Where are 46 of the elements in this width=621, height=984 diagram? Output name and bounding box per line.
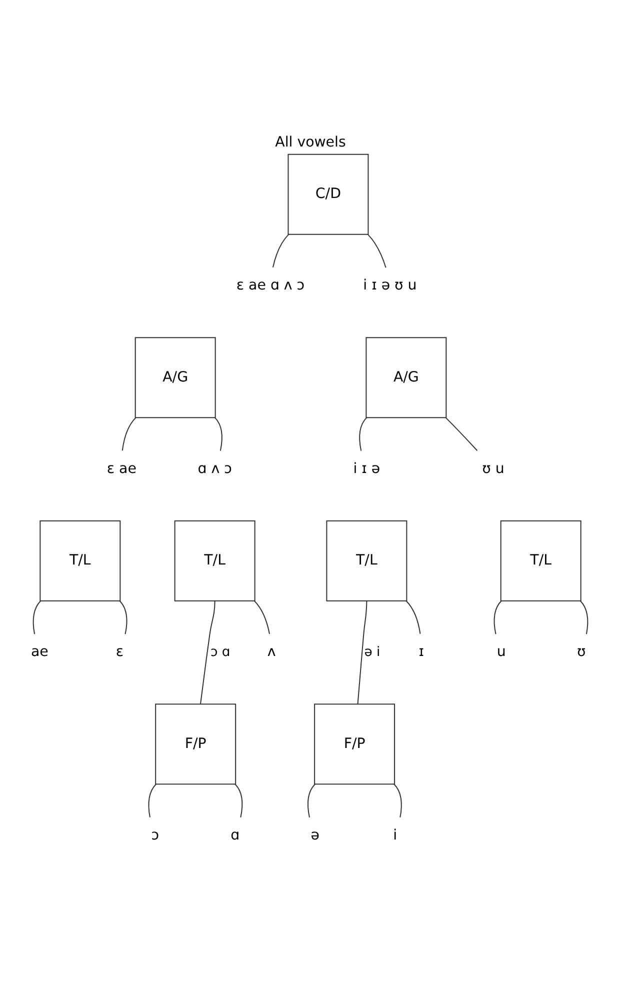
node-box: T/L [500, 520, 582, 601]
node-text: i [393, 826, 398, 843]
connector [200, 600, 216, 704]
edge-label: ə i [364, 644, 380, 660]
edge-label: ɔ ɑ [210, 644, 230, 660]
connector [32, 600, 42, 634]
connector [254, 600, 270, 634]
node-box: F/P [155, 703, 236, 784]
node-box: T/L [40, 520, 121, 601]
connector [445, 416, 478, 450]
connector [122, 416, 136, 450]
connector [272, 233, 290, 268]
connector [214, 416, 222, 450]
connector [406, 600, 421, 634]
node-text: ə [310, 826, 320, 843]
node-box: F/P [314, 703, 396, 784]
connector [394, 783, 402, 817]
connector [148, 783, 156, 817]
connector [357, 600, 368, 704]
node-text: i ɪ ə ʊ u [363, 277, 417, 294]
node-text: ɑ ʌ ɔ [198, 460, 232, 476]
node-box: C/D [288, 153, 369, 234]
node-text: ʊ u [482, 460, 504, 476]
node-box: A/G [366, 336, 447, 418]
connector [367, 233, 386, 268]
connector [308, 783, 316, 817]
node-text: ɛ [116, 644, 124, 660]
node-text: ɪ [418, 644, 424, 660]
node-text: ɛ ae [106, 460, 136, 476]
connector [494, 600, 502, 634]
diagram-title: All vowels [275, 134, 346, 150]
node-text: ʊ [576, 644, 586, 660]
node-text: ɔ [151, 826, 159, 843]
node-box: T/L [326, 520, 408, 601]
connector [119, 600, 128, 634]
node-text: u [496, 644, 506, 660]
node-text: ɛ ae ɑ ʌ ɔ [236, 277, 305, 294]
node-box: T/L [174, 520, 256, 601]
connector [580, 600, 588, 634]
connector [359, 416, 368, 450]
node-box: A/G [134, 336, 216, 418]
node-text: ae [30, 644, 48, 660]
node-text: ʌ [267, 644, 276, 660]
connector [234, 783, 243, 817]
node-text: i ɪ ə [353, 460, 380, 476]
node-text: ɑ [230, 826, 240, 843]
